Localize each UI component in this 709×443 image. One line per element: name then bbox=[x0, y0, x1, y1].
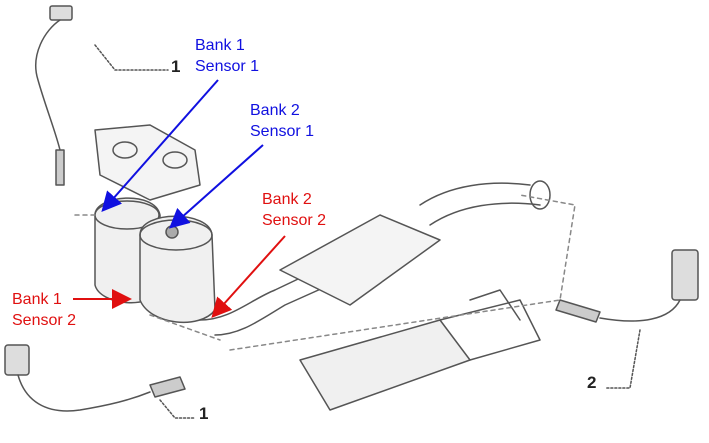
label-bank2-sensor1: Bank 2 Sensor 1 bbox=[250, 100, 314, 142]
arrow-bank2-sensor1 bbox=[169, 144, 264, 229]
label-bank2-sensor2-line1: Bank 2 bbox=[262, 191, 312, 208]
arrow-bank1-sensor1 bbox=[101, 79, 219, 212]
arrow-bank2-sensor2 bbox=[211, 235, 286, 318]
label-bank2-sensor2: Bank 2 Sensor 2 bbox=[262, 189, 326, 231]
oxygen-sensor-lower-left bbox=[4, 344, 196, 419]
oxygen-sensor-right bbox=[555, 249, 699, 389]
label-bank2-sensor2-line2: Sensor 2 bbox=[262, 212, 327, 229]
label-bank1-sensor1-line1: Bank 1 bbox=[195, 37, 245, 54]
callout-number-upper: 1 bbox=[171, 57, 181, 76]
callout-number-lower-left: 1 bbox=[199, 404, 209, 423]
label-bank2-sensor1-line2: Sensor 1 bbox=[250, 123, 315, 140]
label-bank1-sensor1-line2: Sensor 1 bbox=[195, 58, 260, 75]
assembly-guide-lines bbox=[74, 194, 576, 351]
rear-catalytic-converter bbox=[299, 289, 541, 411]
exhaust-manifold bbox=[94, 124, 201, 201]
label-bank1-sensor1: Bank 1 Sensor 1 bbox=[195, 35, 259, 77]
callout-number-right: 2 bbox=[587, 373, 597, 392]
exhaust-pipe bbox=[199, 180, 551, 336]
label-bank1-sensor2: Bank 1 Sensor 2 bbox=[12, 289, 76, 331]
oxygen-sensor-upper bbox=[35, 5, 169, 186]
catalytic-converter-bank2 bbox=[139, 215, 216, 323]
label-bank1-sensor2-line2: Sensor 2 bbox=[12, 312, 77, 329]
label-bank2-sensor1-line1: Bank 2 bbox=[250, 102, 300, 119]
label-bank1-sensor2-line1: Bank 1 bbox=[12, 291, 62, 308]
